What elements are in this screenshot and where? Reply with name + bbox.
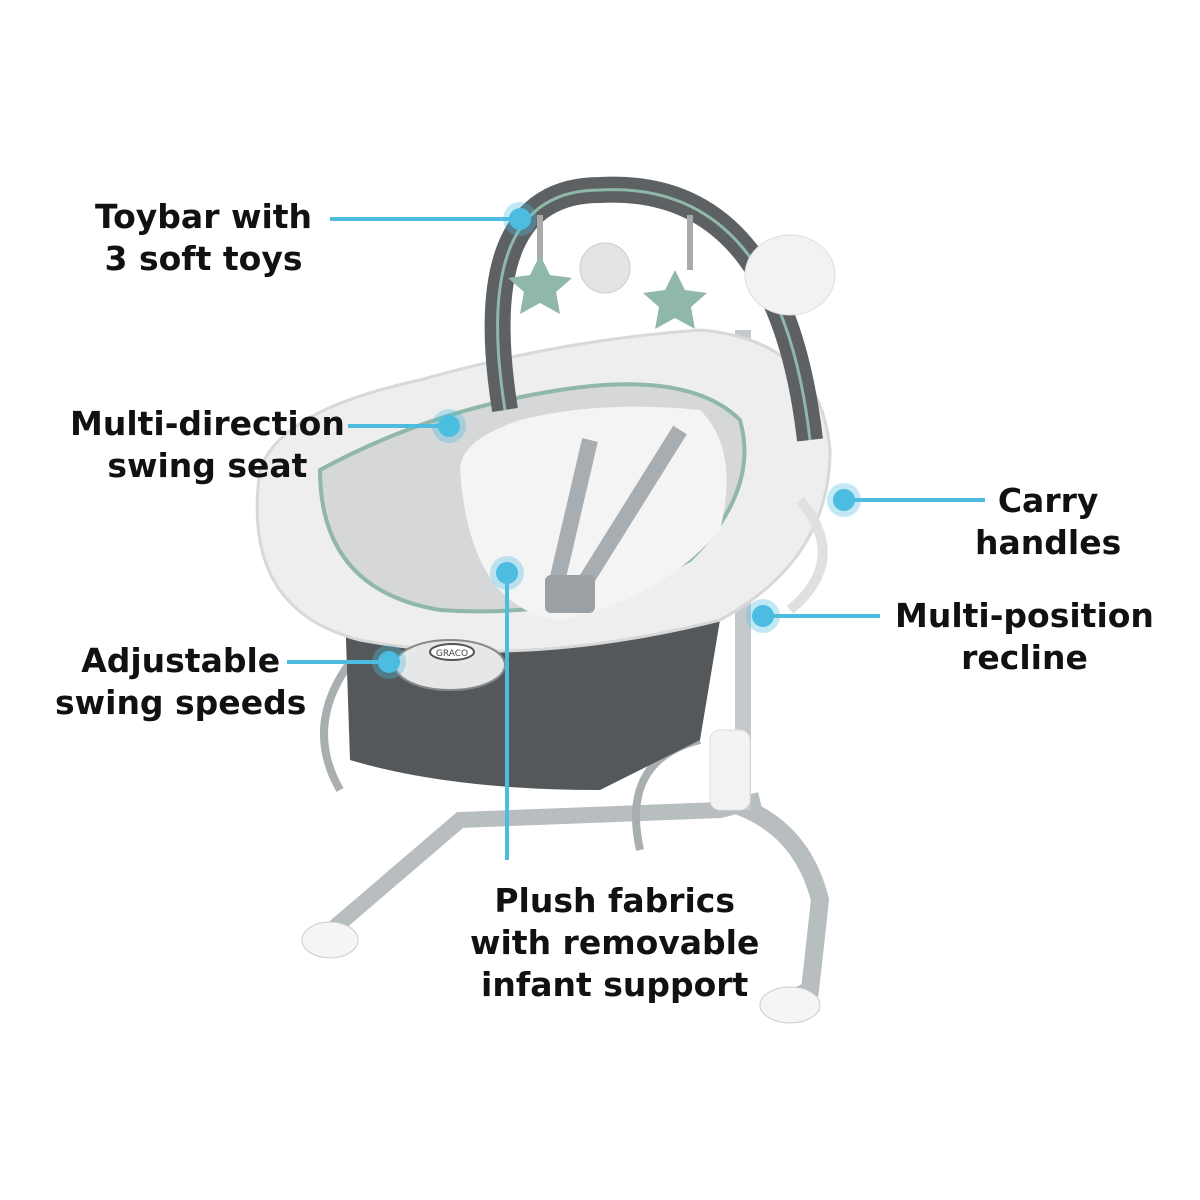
post-base [709,729,751,811]
callout-swing-seat-line [348,424,448,428]
callout-carry-line [850,498,985,502]
moon-toy [579,242,631,294]
foot-right [759,986,821,1024]
carry-handle [786,496,828,614]
callout-fabrics-line [505,575,509,860]
callout-recline-dot [752,605,774,627]
callout-toybar-line [330,217,520,221]
callout-carry-dot [833,489,855,511]
callout-toybar-dot [509,208,531,230]
foot-left [301,921,359,959]
motor-unit [744,234,836,316]
harness-buckle [545,575,595,613]
callout-speeds-dot [378,651,400,673]
brand-logo: GRACO [436,649,468,659]
star-toy-right [643,270,707,329]
callout-swing-seat-dot [438,415,460,437]
callout-fabrics-dot [496,562,518,584]
callout-recline-line [770,614,880,618]
callout-speeds-line [287,660,387,664]
star-toy-left [508,255,572,314]
